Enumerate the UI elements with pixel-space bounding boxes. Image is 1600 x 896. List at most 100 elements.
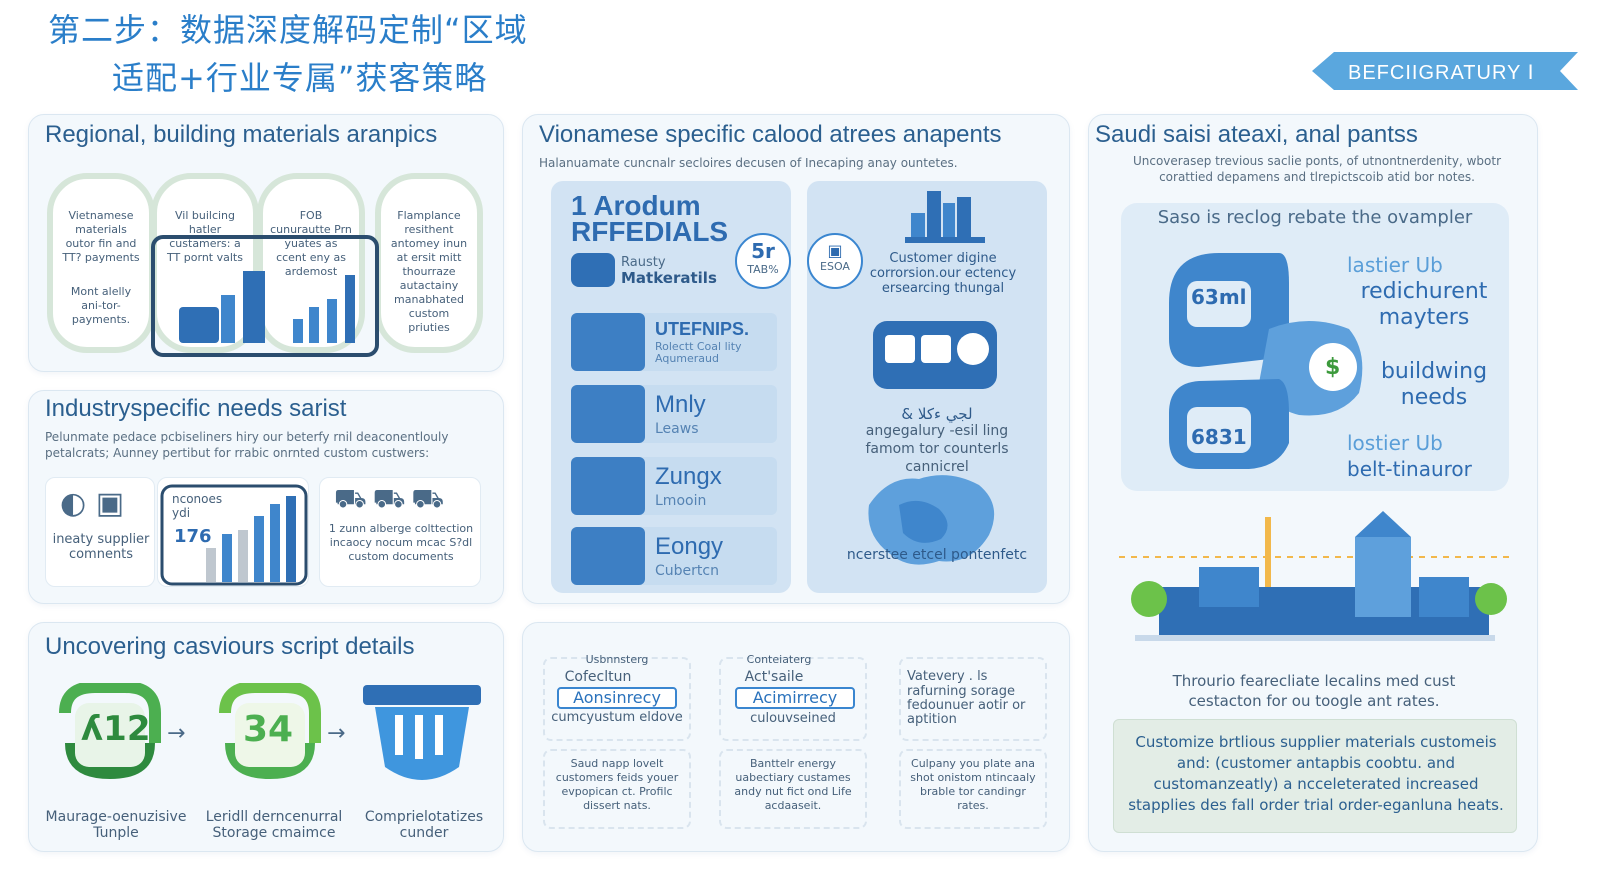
page-title: 第二步：数据深度解码定制“区域 适配+行业专属”获客策略 <box>48 6 528 102</box>
product-tile-1-name: UTEFNIPS. <box>655 319 750 339</box>
badge-3-label: Comprielotatizes cunder <box>364 809 484 841</box>
badge-circle-1-label: TAB% <box>747 263 779 276</box>
saudi-item-3: buildwing needs <box>1380 359 1488 410</box>
city-skyline-icon <box>905 191 985 243</box>
product-tile-4-name: Eongy <box>655 533 724 560</box>
saudi-subtitle: Uncoverasep trevious saclie ponts, of ut… <box>1132 154 1502 184</box>
chart-card-value: 176 <box>174 526 212 547</box>
column-1-header: Usbnnsterg <box>585 653 649 666</box>
saudi-callout-text: Customize brtlious supplier materials cu… <box>1128 733 1504 814</box>
column-3-body: Culpany you plate ana shot onistom ntinc… <box>910 757 1036 812</box>
uncovering-panel: Uncovering casviours script details ʎ12 … <box>28 622 504 852</box>
banner-ribbon-shape <box>1312 52 1578 90</box>
product-tile-4[interactable]: Eongy Cubertcn <box>571 527 777 585</box>
column-3-top-text: Vatevery . ls <box>907 669 988 684</box>
product-tile-2-name: Mnly <box>655 391 706 418</box>
product-tile-3[interactable]: Zungx Lmooin <box>571 457 777 515</box>
uncovering-title: Uncovering casviours script details <box>45 633 415 660</box>
saudi-item-1: lastier Ub <box>1347 253 1443 277</box>
tank-icon <box>221 295 235 343</box>
badge-2-value: 34 <box>243 709 294 750</box>
saudi-item-4: lostier Ub <box>1347 431 1443 455</box>
hand-icon <box>571 253 615 287</box>
city-illustration <box>1119 511 1509 641</box>
saudi-through-text: Throurio fearecliate lecalins med cust c… <box>1172 672 1456 710</box>
gear-icon <box>571 457 645 515</box>
column-2-body: Banttelr energy uabectiary custames andy… <box>734 757 852 812</box>
column-1-mid: cumcyustum eldove <box>551 710 683 725</box>
column-3-mid: rafurning sorage fedounuer aotir or apti… <box>907 684 1026 727</box>
hex-card-2-text: Vil builcing hatler custamers: a TT porn… <box>167 209 243 264</box>
column-1-top-text: Cofecltun <box>564 669 632 685</box>
column-2-mid: culouvseined <box>750 711 836 726</box>
page-title-line-2: 适配+行业专属”获客策略 <box>112 59 488 97</box>
targeting-panel: Usbnnsterg Cofecltun Aonsinrecy cumcyust… <box>522 622 1070 852</box>
saudi-card-title: Saso is reclog rebate the ovampler <box>1157 207 1473 228</box>
supplier-label: ineaty supplier comnents <box>52 532 150 562</box>
column-1-body: Saud napp lovelt customers feids youer e… <box>555 757 679 812</box>
regional-title: Regional, building materials aranpics <box>45 121 438 148</box>
products-headline-1: 1 Arodum <box>571 190 701 221</box>
vehicles-icon <box>873 321 997 389</box>
products-headline: 1 Arodum RFFEDIALS <box>571 190 729 247</box>
map-icon <box>868 475 995 565</box>
regional-panel: Regional, building materials aranpics Vi… <box>28 114 504 372</box>
badge-1-icon <box>59 683 161 779</box>
supplier-card: ◐ ▣ ineaty supplier comnents <box>45 477 155 587</box>
hex-card-1: Vietnamese materials outor fin and TT? p… <box>47 173 155 353</box>
saudi-callout: Customize brtlious supplier materials cu… <box>1113 719 1517 833</box>
product-sub-2: Matkeratils <box>621 269 717 287</box>
badge-circle-2: ▣ ESOA <box>807 233 863 289</box>
corrosion-text: Customer digine corrorsion.our ectency e… <box>869 251 1017 296</box>
device-icon: ▣ <box>827 241 843 260</box>
angle-text-1: & لجي ءكلا <box>901 405 973 423</box>
product-tile-1[interactable]: UTEFNIPS. Rolectt Coal lity Aqumeraud <box>571 313 777 371</box>
chart-card-graphic <box>160 484 308 586</box>
chart-card-label: nconoes ydi <box>172 492 223 520</box>
product-tile-2[interactable]: Mnly Leaws <box>571 385 777 443</box>
saudi-item-5: belt-tinauror <box>1347 457 1472 481</box>
plant-icon <box>571 385 645 443</box>
industry-title: Industryspecific needs sarist <box>45 395 347 422</box>
hex-card-1-note: Mont alelly ani-tor-payments. <box>70 285 132 326</box>
saudi-item-2: redichurent mayters <box>1360 279 1488 330</box>
category-banner: BEFCIIGRATURY Ⅰ <box>1312 52 1578 90</box>
page-title-line-1: 第二步：数据深度解码定制“区域 <box>48 11 528 49</box>
saudi-panel: Saudi saisi ateaxi, anal pantss Uncovera… <box>1088 114 1538 852</box>
product-tile-3-name: Zungx <box>655 463 722 490</box>
saudi-title: Saudi saisi ateaxi, anal pantss <box>1095 121 1418 148</box>
product-tile-4-sub: Cubertcn <box>655 563 719 579</box>
product-tile-2-sub: Leaws <box>655 421 699 437</box>
supplier-icons: ◐ ▣ <box>60 486 125 521</box>
hex-card-3-text: FOB cunurautte Prn yuates as ccent eny a… <box>270 209 352 278</box>
badge-1-label: Maurage-oenuzisive Tunple <box>45 809 187 841</box>
vietnamese-panel: Vionamese specific calood atrees anapent… <box>522 114 1070 604</box>
industry-subtitle: Pelunmate pedace pcbiseliners hiry our b… <box>45 430 449 460</box>
banner-label: BEFCIIGRATURY Ⅰ <box>1348 62 1535 84</box>
column-1-bottom <box>543 749 691 829</box>
product-sub-1: Rausty <box>621 255 666 270</box>
industry-panel: Industryspecific needs sarist Pelunmate … <box>28 390 504 604</box>
badge-2-label: Leridll derncenurral Storage cmaimce <box>205 809 343 841</box>
column-1-top <box>543 657 691 741</box>
column-1-pill[interactable]: Aonsinrecy <box>557 687 677 709</box>
products-headline-2: RFFEDIALS <box>571 216 729 247</box>
tower-bar-icon <box>243 271 265 343</box>
documents-label: 1 zunn alberge colttection incaocy nocum… <box>328 522 474 563</box>
documents-card: ⛟⛟⛟ 1 zunn alberge colttection incaocy n… <box>319 477 481 587</box>
badge-circle-2-label: ESOA <box>820 260 850 273</box>
map-text: ncerstee etcel pontenfetc <box>846 547 1028 563</box>
arrow-1-icon: → <box>167 721 186 746</box>
angle-text-2: angegalury -esil ling <box>865 423 1009 439</box>
angle-text-4: cannicrel <box>905 459 969 475</box>
column-2-top-text: Act'saile <box>744 669 804 685</box>
dollar-icon: $ <box>1325 355 1341 380</box>
arrow-2-icon: → <box>327 721 346 746</box>
column-2-header: Conteiaterg <box>746 653 812 666</box>
angle-text-3: famom tor counterls <box>865 441 1009 457</box>
chart-card: nconoes ydi 176 <box>157 477 309 587</box>
badge-circle-1-value: 5r <box>751 239 775 263</box>
column-2-pill[interactable]: Acimirrecy <box>735 687 855 709</box>
hex-value-2: 6831 <box>1191 425 1247 449</box>
hex-card-2: Vil builcing hatler custamers: a TT porn… <box>151 173 259 353</box>
